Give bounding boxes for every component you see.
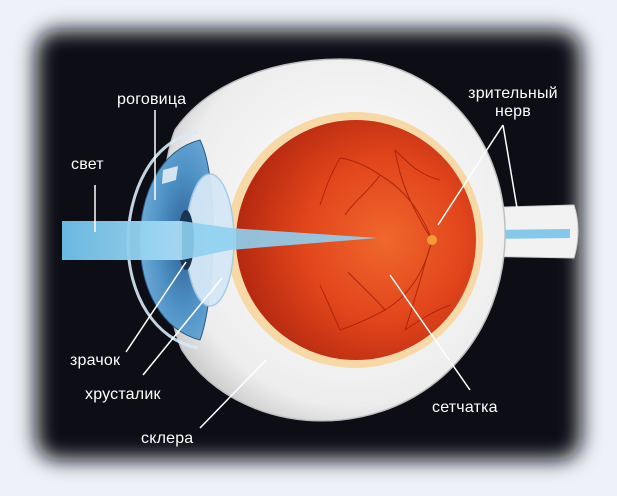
optic-disc xyxy=(427,235,437,245)
label-optic-nerve: зрительный нерв xyxy=(449,85,577,121)
label-lens: хрусталик xyxy=(85,386,161,404)
label-retina: сетчатка xyxy=(432,399,498,417)
label-sclera: склера xyxy=(141,430,193,448)
label-light: свет xyxy=(71,156,104,174)
label-cornea: роговица xyxy=(117,91,186,109)
label-optic-nerve-line2: нерв xyxy=(449,103,577,121)
label-optic-nerve-line1: зрительный xyxy=(449,85,577,103)
label-pupil: зрачок xyxy=(70,352,120,370)
